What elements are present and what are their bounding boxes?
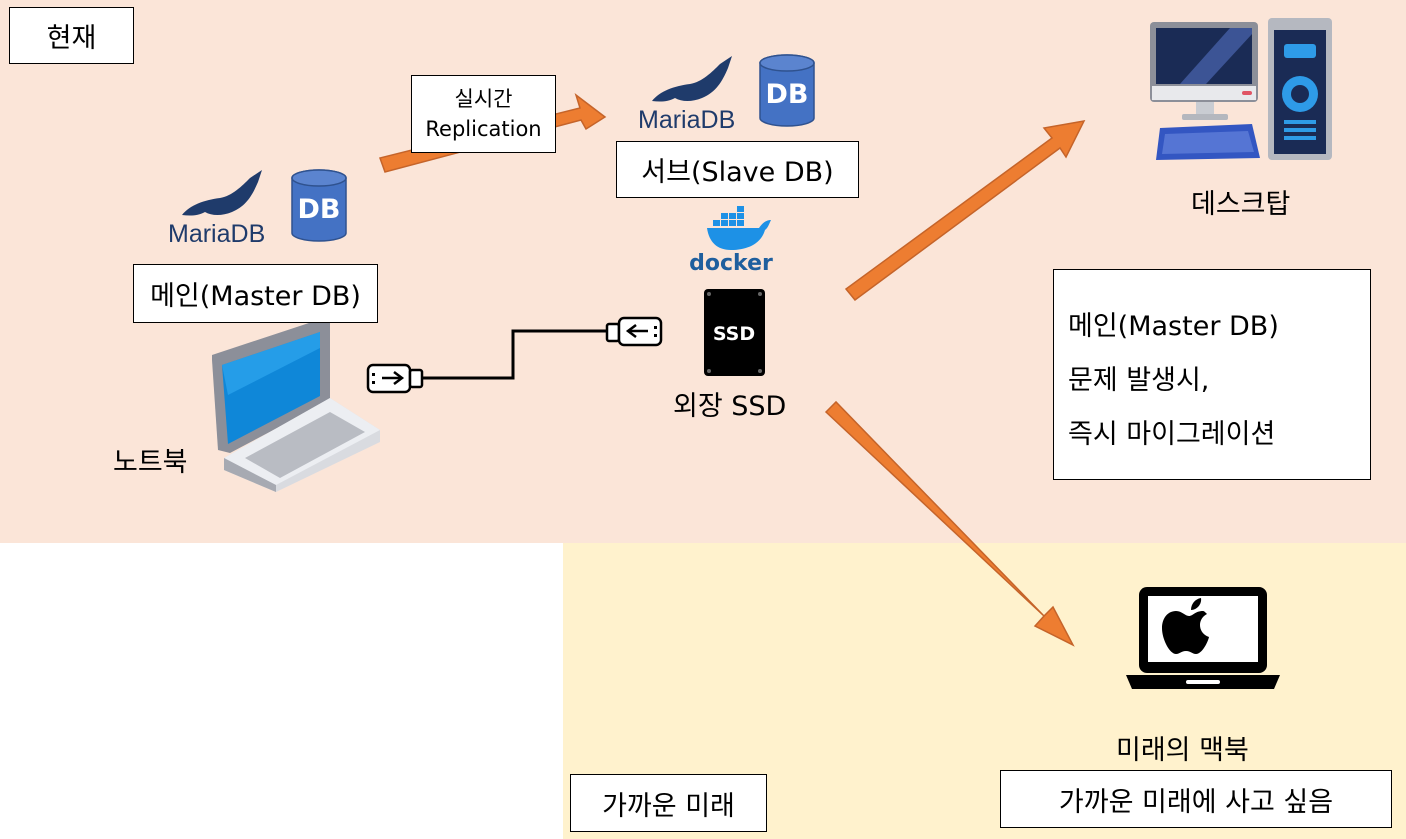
present-label: 현재 xyxy=(9,7,134,64)
macbook-label: 미래의 맥북 xyxy=(1116,735,1249,766)
mariadb-slave-logo-text: MariaDB xyxy=(638,106,735,134)
db-slave-cylinder-icon xyxy=(759,54,815,127)
desktop-label: 데스크탑 xyxy=(1191,189,1291,220)
macbook-note: 가까운 미래에 사고 싶음 xyxy=(1000,770,1392,828)
migration-note-line-2: 문제 발생시, xyxy=(1068,365,1210,396)
ssd-label: 외장 SSD xyxy=(673,391,787,422)
desktop-keyboard-icon xyxy=(1156,124,1260,160)
replication-label-line-2: Replication xyxy=(425,117,542,141)
apple-logo-icon xyxy=(1162,598,1209,654)
ssd-badge: SSD xyxy=(713,323,755,345)
db-master-cylinder-icon xyxy=(291,169,347,242)
docker-text: docker xyxy=(689,251,773,276)
laptop-icon xyxy=(212,320,380,492)
to-macbook-arrow xyxy=(824,400,1075,647)
macbook-icon xyxy=(1126,587,1280,689)
docker-whale-icon xyxy=(707,206,771,250)
migration-note-line-3: 즉시 마이그레이션 xyxy=(1068,419,1276,450)
near-future-label: 가까운 미래 xyxy=(570,774,767,832)
mariadb-slave-logo-icon xyxy=(652,56,732,102)
mariadb-master-logo-text: MariaDB xyxy=(168,220,265,248)
replication-label: 실시간 Replication xyxy=(411,75,556,153)
ssd-icon xyxy=(704,289,765,376)
desktop-monitor-icon xyxy=(1150,22,1258,120)
migration-note: 메인(Master DB) 문제 발생시, 즉시 마이그레이션 xyxy=(1053,269,1371,480)
db-master-badge: DB xyxy=(298,194,341,225)
db-slave-badge: DB xyxy=(766,79,809,110)
desktop-tower-icon xyxy=(1268,18,1332,160)
replication-label-line-1: 실시간 xyxy=(454,87,513,111)
usb-cable xyxy=(422,329,607,380)
usb-plug-right-icon xyxy=(605,316,663,347)
mariadb-master-logo-icon xyxy=(182,170,262,216)
slave-db-label: 서브(Slave DB) xyxy=(616,141,859,198)
laptop-label: 노트북 xyxy=(113,447,188,478)
migration-note-line-1: 메인(Master DB) xyxy=(1068,311,1279,342)
to-desktop-arrow xyxy=(844,120,1086,302)
usb-plug-left-icon xyxy=(366,363,424,394)
master-db-label: 메인(Master DB) xyxy=(133,264,378,323)
